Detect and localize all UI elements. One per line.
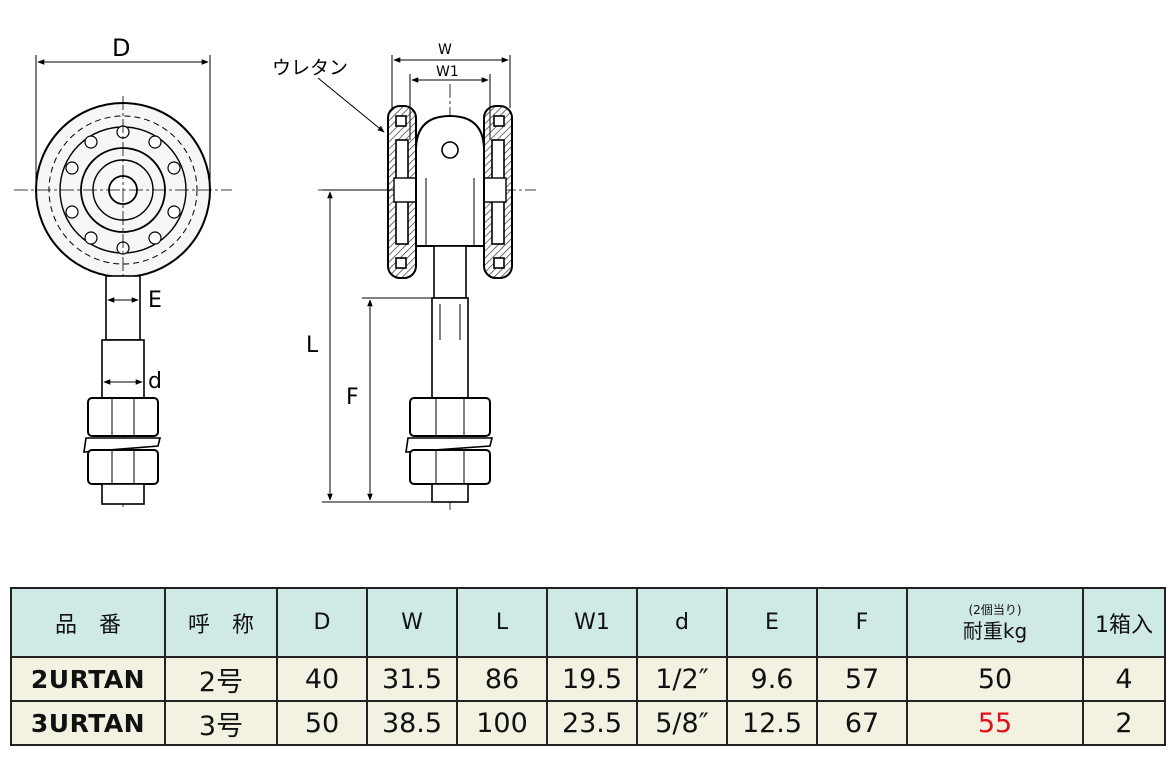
header-load: (2個当り) 耐重kg xyxy=(906,587,1084,658)
cell-W: 31.5 xyxy=(366,656,458,702)
header-nominal: 呼 称 xyxy=(164,587,278,658)
cell-L: 86 xyxy=(456,656,548,702)
cell-W1: 23.5 xyxy=(546,700,638,746)
cell-F: 67 xyxy=(816,700,908,746)
header-part-no: 品 番 xyxy=(10,587,166,658)
cell-part-no: 2URTAN xyxy=(10,656,166,702)
cell-L: 100 xyxy=(456,700,548,746)
cell-E: 9.6 xyxy=(726,656,818,702)
label-E: E xyxy=(148,288,162,313)
header-E: E xyxy=(726,587,818,658)
side-view xyxy=(317,55,536,510)
load-note: (2個当り) xyxy=(968,602,1022,617)
cell-D: 50 xyxy=(276,700,368,746)
header-F: F xyxy=(816,587,908,658)
cell-box: 4 xyxy=(1082,656,1166,702)
header-row: 品 番 呼 称 D W L W1 d E F (2個当り) 耐重kg 1箱入 xyxy=(10,587,1166,658)
label-F: F xyxy=(346,385,359,410)
cell-E: 12.5 xyxy=(726,700,818,746)
label-W: W xyxy=(438,42,452,58)
cell-nominal: 2号 xyxy=(164,656,278,702)
label-D: D xyxy=(112,34,130,62)
table-row: 2URTAN 2号 40 31.5 86 19.5 1/2″ 9.6 57 50… xyxy=(10,656,1166,702)
header-L: L xyxy=(456,587,548,658)
header-W: W xyxy=(366,587,458,658)
front-view xyxy=(14,55,232,508)
load-label: 耐重kg xyxy=(962,618,1028,643)
cell-F: 57 xyxy=(816,656,908,702)
cell-d: 1/2″ xyxy=(636,656,728,702)
cell-W: 38.5 xyxy=(366,700,458,746)
technical-drawing: D E d xyxy=(14,34,536,510)
spec-table: 品 番 呼 称 D W L W1 d E F (2個当り) 耐重kg 1箱入 2… xyxy=(10,587,1166,746)
header-W1: W1 xyxy=(546,587,638,658)
label-W1: W1 xyxy=(436,64,459,80)
header-D: D xyxy=(276,587,368,658)
cell-nominal: 3号 xyxy=(164,700,278,746)
header-d: d xyxy=(636,587,728,658)
cell-load-highlight: 55 xyxy=(906,700,1084,746)
header-box: 1箱入 xyxy=(1082,587,1166,658)
table-row: 3URTAN 3号 50 38.5 100 23.5 5/8″ 12.5 67 … xyxy=(10,700,1166,746)
cell-d: 5/8″ xyxy=(636,700,728,746)
cell-box: 2 xyxy=(1082,700,1166,746)
cell-load: 50 xyxy=(906,656,1084,702)
label-d: d xyxy=(148,369,162,394)
cell-part-no: 3URTAN xyxy=(10,700,166,746)
label-L: L xyxy=(306,333,319,358)
cell-D: 40 xyxy=(276,656,368,702)
label-urethane: ウレタン xyxy=(272,57,348,79)
cell-W1: 19.5 xyxy=(546,656,638,702)
